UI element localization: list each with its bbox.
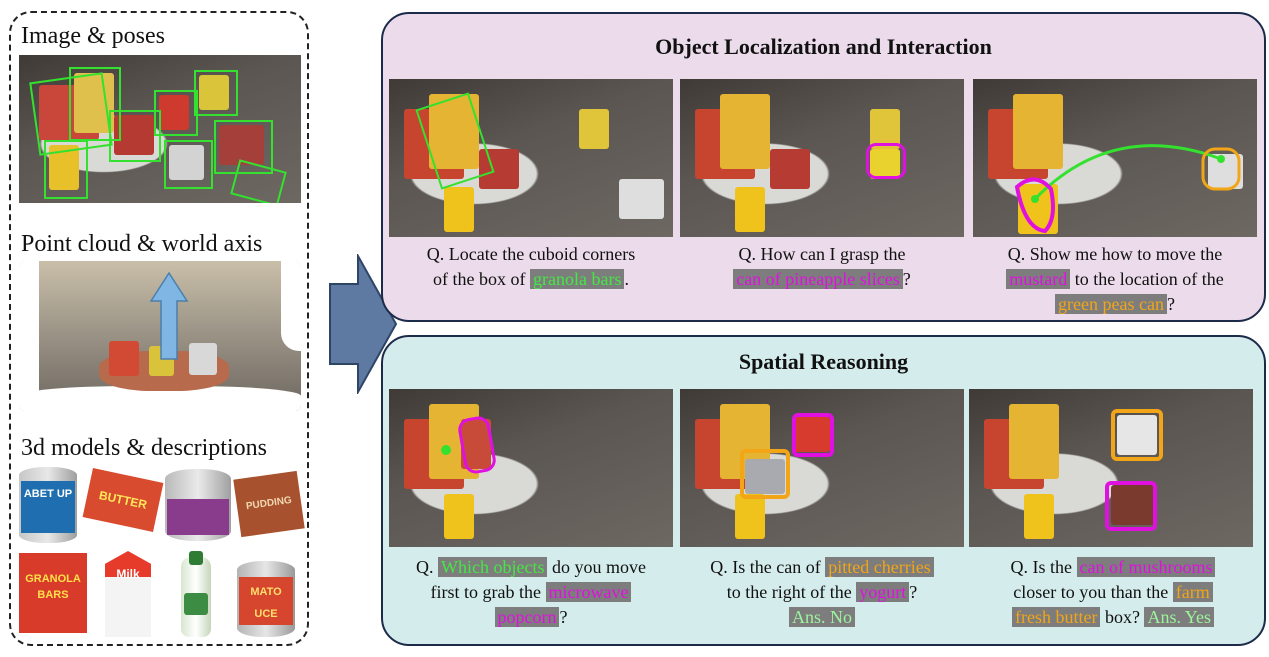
localization-image-3 — [973, 79, 1257, 237]
question-spatial-2: Q. Is the can of pitted cherries to the … — [676, 555, 968, 630]
model-tomato-can: MATO UCE — [237, 561, 295, 637]
model-milk-carton: Milk — [105, 551, 151, 637]
mushrooms-mark — [1105, 481, 1157, 531]
point-cloud-title: Point cloud & world axis — [21, 231, 263, 257]
move-trajectory-icon — [1014, 144, 1241, 234]
question-spatial-3: Q. Is the can of mushrooms closer to you… — [967, 555, 1259, 630]
model-dressing-bottle — [181, 551, 211, 637]
cherries-mark — [792, 413, 834, 457]
image-poses-title: Image & poses — [21, 23, 165, 49]
model-pudding-box: PUDDING — [233, 470, 305, 538]
flow-arrow-icon — [329, 254, 398, 394]
spatial-image-1 — [389, 389, 673, 547]
model-can-abet: ABET UP — [19, 467, 77, 543]
localization-image-2 — [680, 79, 964, 237]
spatial-image-2 — [680, 389, 964, 547]
world-axis-arrow-icon — [149, 271, 189, 360]
grasp-mark — [866, 143, 906, 179]
models-title: 3d models & descriptions — [21, 435, 267, 461]
butter-box-mark — [1111, 409, 1163, 461]
image-poses-photo — [19, 55, 301, 203]
panel-title-spatial: Spatial Reasoning — [738, 349, 909, 374]
panel-title-localization: Object Localization and Interaction — [655, 34, 992, 59]
question-localization-2: Q. How can I grasp the can of pineapple … — [676, 242, 968, 292]
question-localization-3: Q. Show me how to move the mustard to th… — [1006, 244, 1224, 314]
model-butter-box: BUTTER — [82, 468, 164, 532]
localization-image-1 — [389, 79, 673, 237]
model-granola-box: GRANOLA BARS — [19, 553, 87, 633]
data-sources-panel: Image & poses Point cloud & world axis 3… — [9, 11, 309, 646]
spatial-image-3 — [969, 389, 1253, 547]
3d-models-gallery: ABET UP BUTTER PUDDING GRANOLA BARS Milk… — [19, 465, 305, 641]
object-localization-panel: Object Localization and Interaction Q. L… — [381, 12, 1266, 322]
yogurt-mark — [740, 449, 790, 499]
point-cloud-image — [19, 261, 301, 411]
question-spatial-1: Q. Which objects do you move first to gr… — [416, 557, 646, 627]
spatial-reasoning-panel: Spatial Reasoning Q. Which objects do yo… — [381, 335, 1266, 646]
question-localization-1: Q. Locate the cuboid corners of the box … — [426, 244, 636, 289]
model-can-mushrooms — [165, 469, 231, 541]
